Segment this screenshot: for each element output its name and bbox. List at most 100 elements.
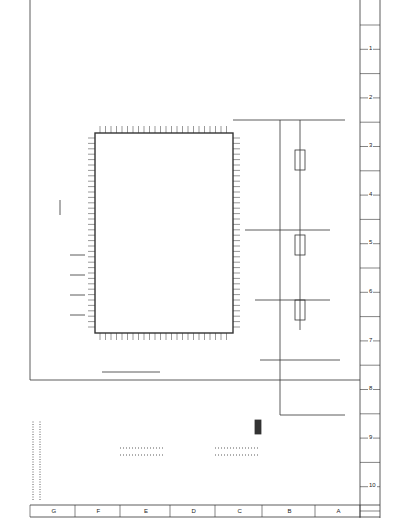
ic-pin [88,278,95,279]
ic-pin [233,246,240,247]
ic-pin [88,143,95,144]
ic-pin [88,251,95,252]
ic-pin [88,294,95,295]
ic-pin [88,262,95,263]
ic-pin [88,219,95,220]
ic-pin [88,138,95,139]
ic-pin [233,224,240,225]
ic-pin [233,165,240,166]
ic-pin [233,208,240,209]
frame-line [30,0,31,380]
ic-pin [100,126,101,133]
ic-pin [233,229,240,230]
note-line [120,448,260,455]
grid-tick [360,505,361,517]
ic-pin [221,333,222,340]
ic-pin [166,333,167,340]
frame-line [30,517,380,518]
grid-tick [262,505,263,517]
ic-pin [233,256,240,257]
ic-body [95,133,233,333]
ic-pin [233,289,240,290]
ic-pin [171,333,172,340]
grid-row-number: 5 [368,239,373,245]
ic-pin [177,126,178,133]
ic-pin [233,202,240,203]
ic-pin [182,333,183,340]
ic-pin [88,273,95,274]
ic-pin [233,316,240,317]
grid-row-number: 9 [368,434,373,440]
grid-tick [315,505,316,517]
ic-pin [210,333,211,340]
ic-pin [193,333,194,340]
wire [233,120,345,415]
frame-line [360,0,361,518]
ic-pin [88,310,95,311]
ic-pin [127,126,128,133]
ic-pin [133,126,134,133]
ic-pin [233,197,240,198]
ic-pin [88,229,95,230]
ic-pin [215,333,216,340]
ic-pin [111,333,112,340]
ic-pin [88,181,95,182]
ic-pin [122,333,123,340]
ic-pin [226,333,227,340]
grid-column-letter: E [143,508,149,514]
ic-pin [88,321,95,322]
ic-pin [155,333,156,340]
ic-pin [177,333,178,340]
ic-pin [233,294,240,295]
ic-pin [215,126,216,133]
ic-pin [155,126,156,133]
grid-tick [30,505,31,517]
grid-tick [215,505,216,517]
ic-pin [127,333,128,340]
grid-tick [360,25,380,26]
ic-pin [144,333,145,340]
grid-column-letter: G [51,508,58,514]
ic-pin [100,333,101,340]
grid-row-number: 8 [368,385,373,391]
ic-pin [88,256,95,257]
ic-pin [160,126,161,133]
ic-pin [138,333,139,340]
ic-pin [88,186,95,187]
ic-pin [88,224,95,225]
ic-pin [144,126,145,133]
ic-pin [221,126,222,133]
frame-line [30,505,380,506]
grid-tick [120,505,121,517]
ic-pin [233,213,240,214]
ic-pin [88,159,95,160]
ic-pin [233,154,240,155]
grid-tick [360,462,380,463]
ic-pin [149,126,150,133]
ic-pin [88,267,95,268]
ic-pin [88,208,95,209]
ic-pin [88,327,95,328]
ic-pin [88,197,95,198]
ic-pin [88,192,95,193]
ic-pin [88,170,95,171]
ic-pin [233,251,240,252]
ic-pin [233,186,240,187]
ic-pin [233,278,240,279]
ic-pin [138,126,139,133]
ic-pin [88,305,95,306]
frame-line [380,0,381,518]
ic-pin [88,240,95,241]
ic-pin [88,300,95,301]
ic-pin [233,192,240,193]
component-symbol [295,235,305,255]
ic-pin [88,165,95,166]
ic-pin [233,240,240,241]
ic-pin [88,246,95,247]
ic-pin [133,333,134,340]
ic-pin [233,159,240,160]
ic-pin [88,235,95,236]
grid-tick [360,219,380,220]
